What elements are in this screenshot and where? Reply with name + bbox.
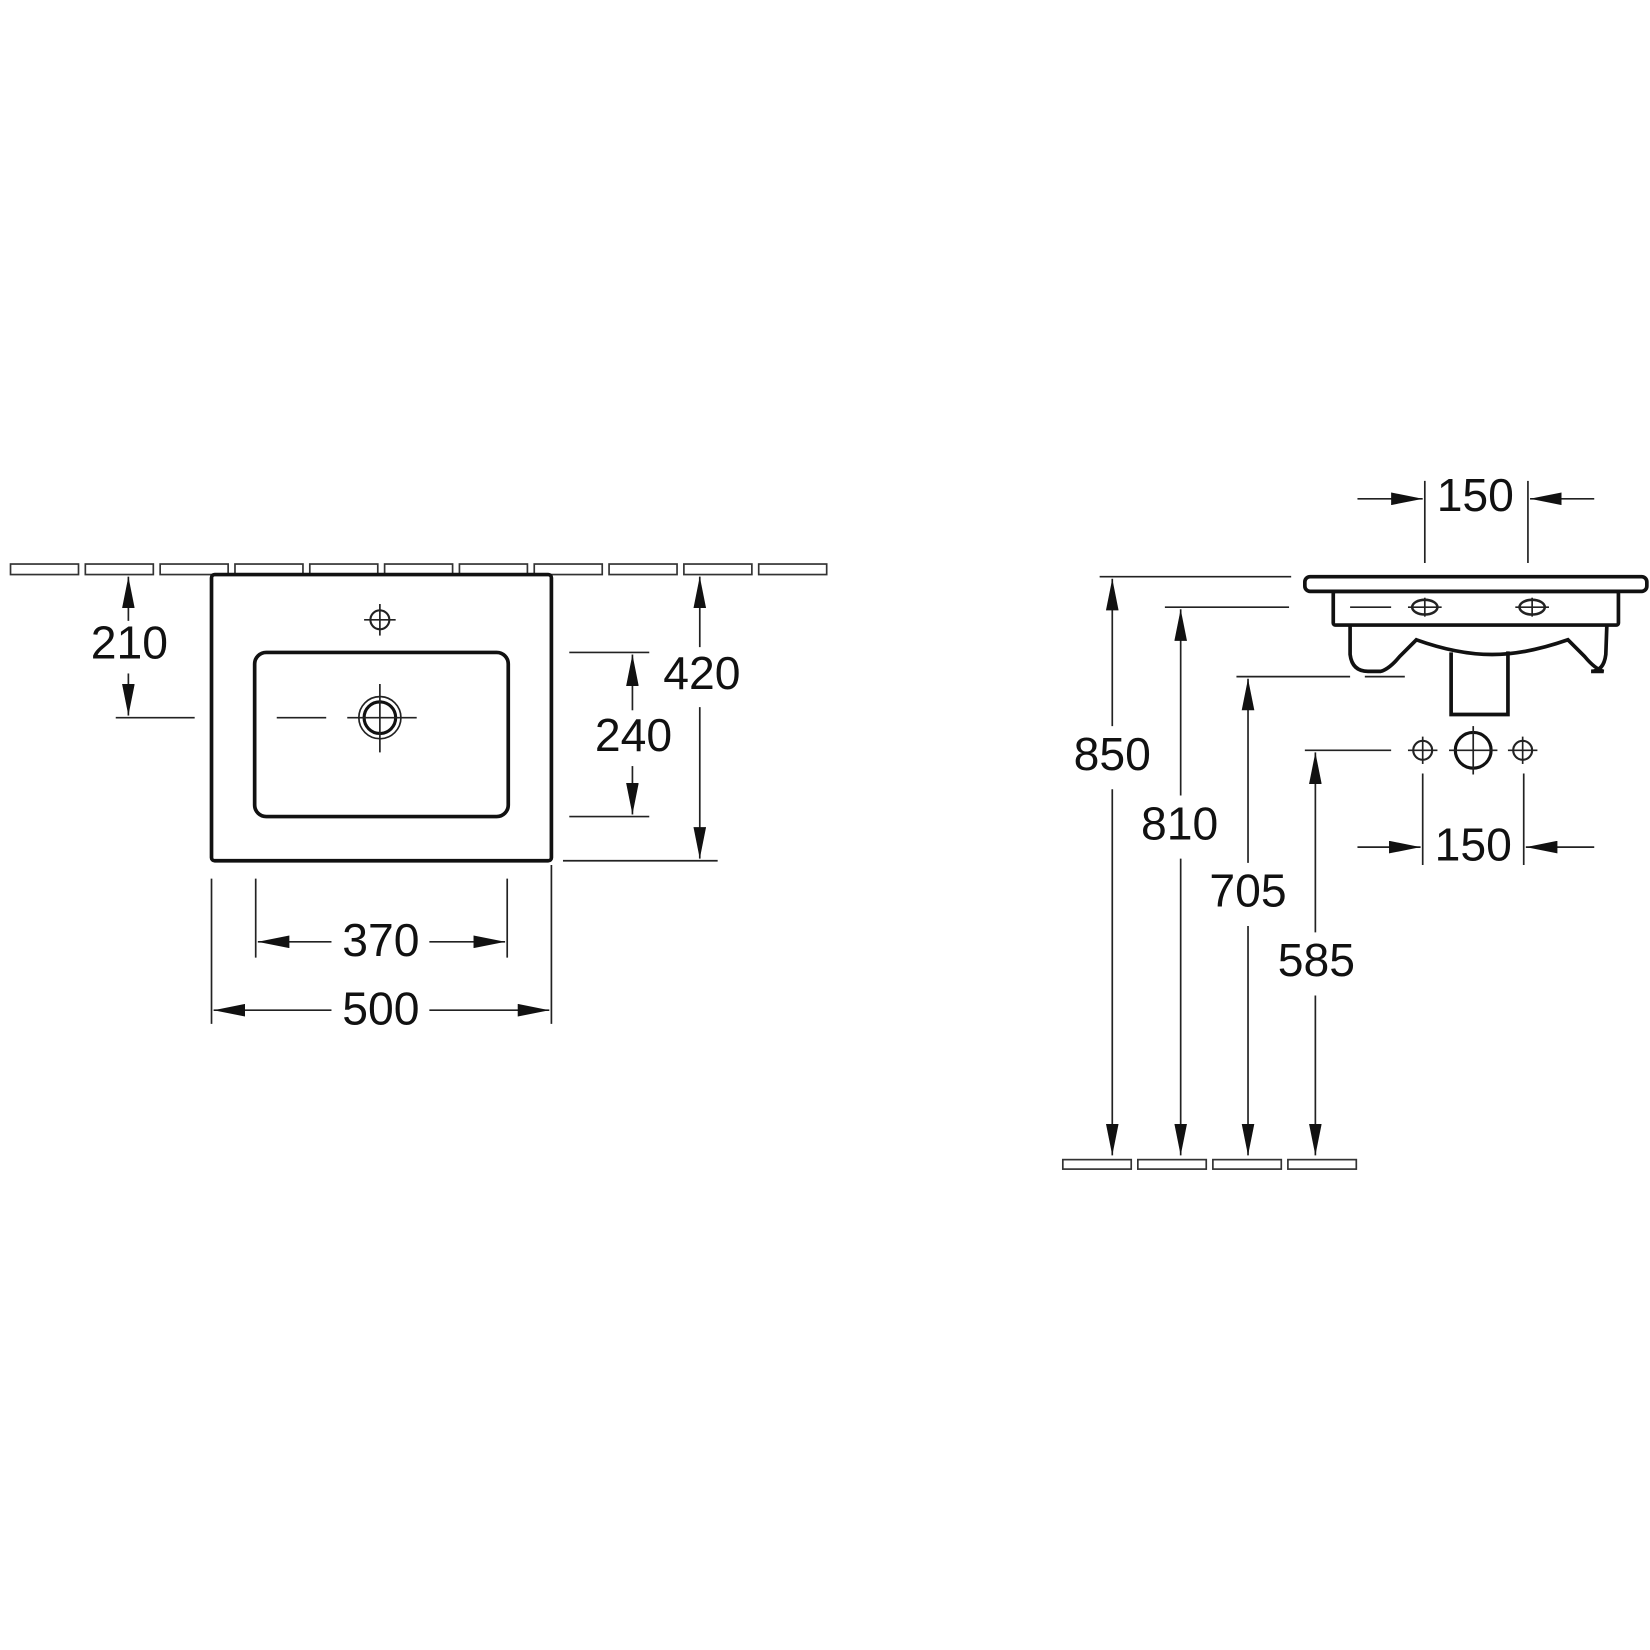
tile <box>84 563 155 576</box>
dimension-label: 240 <box>595 709 672 761</box>
tile <box>608 563 678 576</box>
tile <box>1212 1158 1283 1170</box>
dimension-label: 500 <box>342 983 419 1035</box>
dimension-label: 210 <box>91 616 168 668</box>
dimension-150-bottom: 150 <box>1357 773 1595 870</box>
dimension-label: 150 <box>1435 818 1512 870</box>
drain-icon <box>276 683 417 753</box>
tap-hole-icon <box>364 604 396 636</box>
dimension-150-top: 150 <box>1357 469 1595 563</box>
basin-side-profile <box>1303 574 1649 717</box>
supply-valve-icon <box>1407 736 1438 764</box>
dimension-label: 370 <box>342 914 419 966</box>
dimension-810: 810 <box>1141 606 1290 1156</box>
dimension-585: 585 <box>1278 752 1355 1156</box>
dimension-210: 210 <box>91 576 195 719</box>
side-tap-hole-icon <box>1407 597 1442 617</box>
dimension-label: 850 <box>1074 728 1151 780</box>
dimension-500: 500 <box>210 864 553 1035</box>
wall-tiles <box>9 563 828 576</box>
supply-valve-icon <box>1507 736 1538 764</box>
dimension-label: 705 <box>1209 865 1286 917</box>
tile <box>757 563 828 576</box>
dimension-label: 150 <box>1437 469 1514 521</box>
tile <box>159 563 229 576</box>
tile <box>9 563 80 576</box>
dimension-850: 850 <box>1074 575 1292 1156</box>
dimension-370: 370 <box>254 878 509 966</box>
tile <box>1137 1158 1208 1170</box>
dimension-label: 585 <box>1278 934 1355 986</box>
tile <box>1061 1158 1133 1170</box>
dimension-240: 240 <box>569 651 672 818</box>
dimension-705: 705 <box>1209 675 1405 1156</box>
floor-tiles <box>1061 1158 1358 1170</box>
dimension-420: 420 <box>562 576 741 862</box>
side-tap-hole-icon <box>1515 597 1549 617</box>
tile <box>683 563 753 576</box>
supply-connections <box>1304 726 1538 775</box>
dimension-label: 420 <box>663 647 740 699</box>
basin-bowl <box>252 650 511 819</box>
tile <box>1287 1158 1358 1170</box>
dimension-label: 810 <box>1141 797 1218 849</box>
tile <box>533 563 604 576</box>
basin-plan-outline <box>209 572 554 863</box>
waste-outlet-icon <box>1449 726 1498 775</box>
